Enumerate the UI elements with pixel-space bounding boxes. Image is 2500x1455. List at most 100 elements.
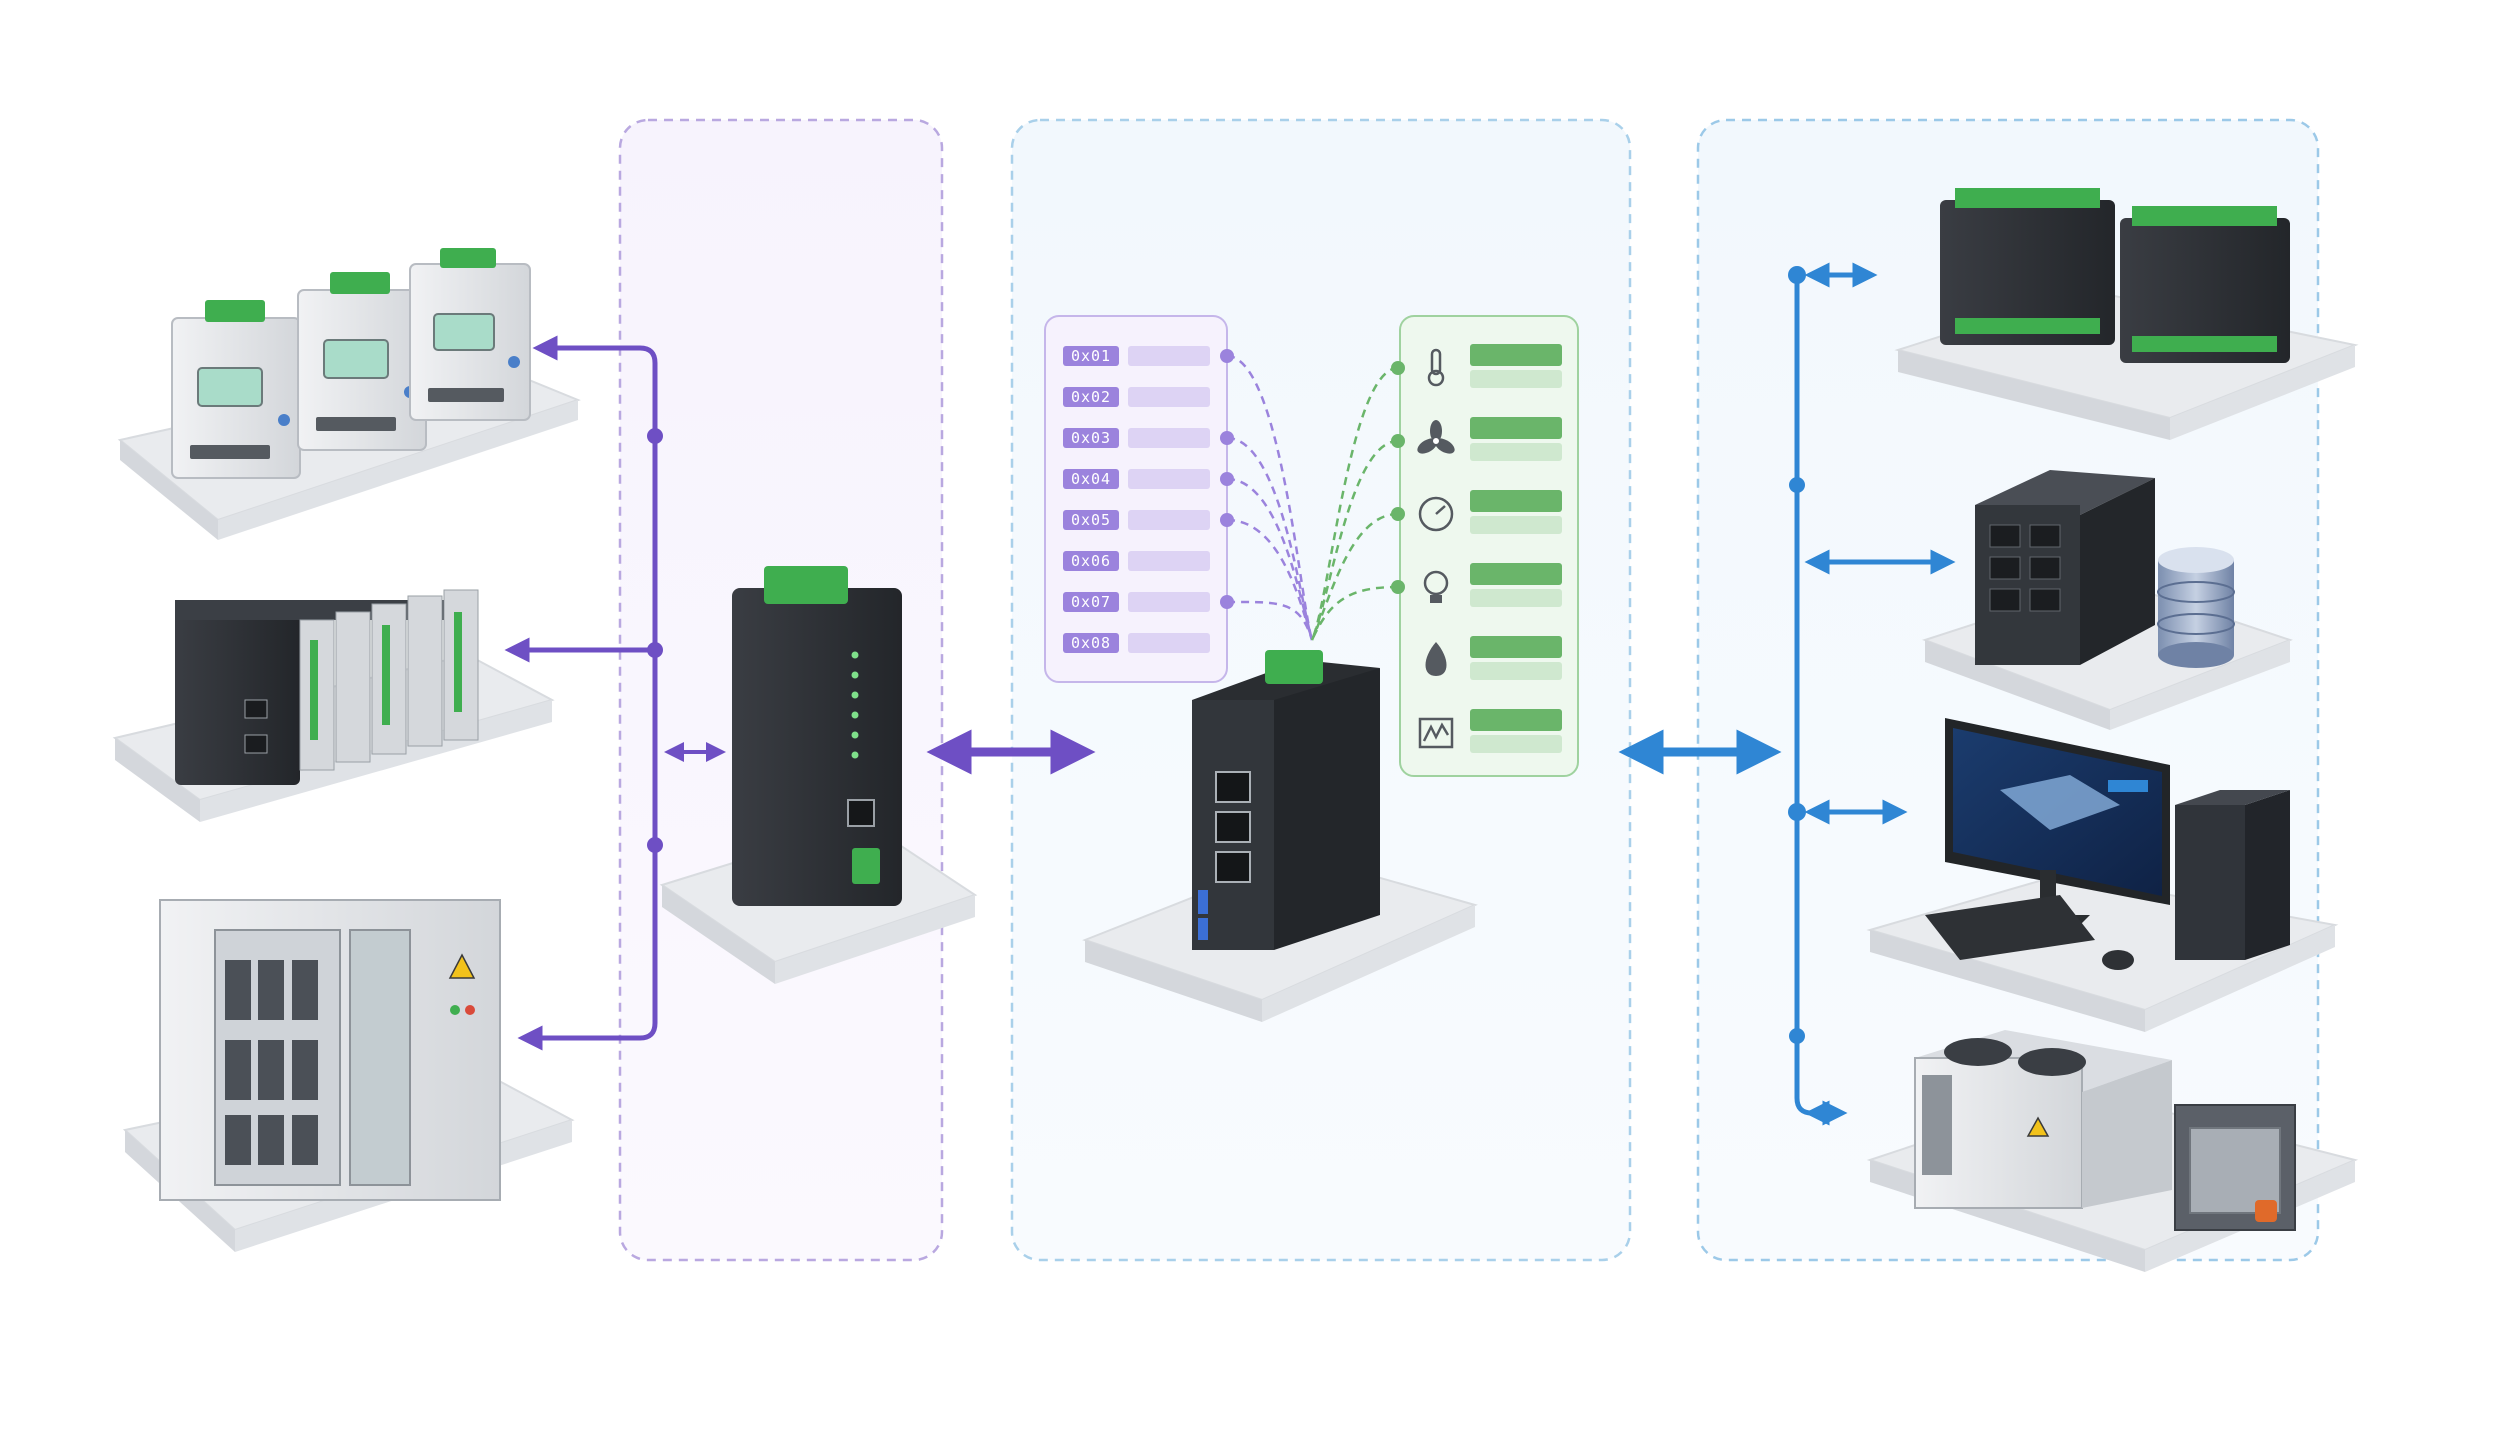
register-address-label: 0x03 [1071, 429, 1111, 447]
gauge-icon [1418, 496, 1454, 532]
bacnet-io-modules-group [1894, 188, 2359, 440]
lightbulb-icon [1423, 570, 1449, 603]
register-address-tag [1063, 510, 1119, 530]
gateway-ethernet-ports [1215, 771, 1251, 883]
object-value-bar [1470, 709, 1562, 731]
register-value-bar [1128, 510, 1210, 530]
register-row: 0x03 [1063, 428, 1210, 448]
pc-tower [2175, 805, 2245, 960]
register-address-tag [1063, 346, 1119, 366]
serial-converter-group [659, 566, 978, 984]
object-row [1418, 490, 1562, 534]
register-value-bar [1128, 469, 1210, 489]
bacnet-node-2 [1789, 477, 1805, 493]
object-row [1423, 563, 1562, 607]
io-module-2 [2120, 218, 2290, 363]
damper-actuator [2255, 1200, 2277, 1222]
register-mapping-line [1226, 354, 1314, 641]
register-mapping-node [1220, 431, 1234, 445]
object-value-bar [1470, 344, 1562, 366]
register-row: 0x04 [1063, 469, 1210, 489]
modbus-node-2 [647, 642, 663, 658]
io-module-1 [1940, 200, 2115, 345]
register-mapping-node [1220, 472, 1234, 486]
object-value-bar-secondary [1470, 589, 1562, 607]
object-value-bar [1470, 563, 1562, 585]
converter-terminal-block [764, 566, 848, 604]
bms-floorplan-display [2000, 775, 2120, 830]
register-address-tag [1063, 633, 1119, 653]
plc-rack-group [112, 589, 555, 822]
database-icon [2157, 547, 2235, 668]
object-value-bar-secondary [1470, 370, 1562, 388]
modbus-node-1 [647, 428, 663, 444]
register-value-bar [1128, 551, 1210, 571]
object-mapping-line [1310, 439, 1399, 641]
electrical-cabinet-group [122, 899, 575, 1252]
object-mapping-node [1391, 361, 1405, 375]
register-address-label: 0x06 [1071, 552, 1111, 570]
hvac-units-group [1866, 1030, 2359, 1272]
warning-sign-icon [448, 953, 476, 979]
object-value-bar-secondary [1470, 662, 1562, 680]
bacnet-node-3 [1788, 803, 1806, 821]
converter-rs485-terminal [852, 848, 880, 884]
register-address-label: 0x05 [1071, 511, 1111, 529]
register-mapping-line [1226, 518, 1314, 641]
hvac-warning-icon [2026, 1116, 2050, 1137]
register-row: 0x06 [1063, 551, 1210, 571]
modbus-node-3 [647, 837, 663, 853]
register-value-bar [1128, 592, 1210, 612]
register-object-mapping-lines [1220, 349, 1405, 641]
register-row: 0x07 [1063, 592, 1210, 612]
register-address-label: 0x02 [1071, 388, 1111, 406]
trend-chart-icon [1418, 717, 1454, 749]
protocol-gateway-group [1082, 650, 1478, 1022]
object-value-bar [1470, 417, 1562, 439]
object-row [1425, 636, 1562, 680]
object-mapping-node [1391, 507, 1405, 521]
gateway-usb-port-1 [1198, 890, 1208, 914]
register-mapping-node [1220, 513, 1234, 527]
register-mapping-line [1226, 600, 1314, 641]
fan-icon [1417, 420, 1455, 454]
register-address-label: 0x04 [1071, 470, 1111, 488]
object-row [1417, 417, 1562, 461]
modbus-bus [504, 335, 726, 1051]
object-mapping-node [1391, 580, 1405, 594]
register-address-tag [1063, 387, 1119, 407]
register-row: 0x05 [1063, 510, 1210, 530]
object-value-bar [1470, 490, 1562, 512]
register-value-bar [1128, 633, 1210, 653]
object-row [1418, 709, 1562, 753]
register-table-card [1044, 315, 1228, 683]
register-address-tag [1063, 551, 1119, 571]
object-value-bar-secondary [1470, 735, 1562, 753]
bacnet-node-4 [1789, 1028, 1805, 1044]
register-row: 0x08 [1063, 633, 1210, 653]
register-mapping-line [1226, 436, 1314, 641]
register-value-bar [1128, 387, 1210, 407]
register-row: 0x02 [1063, 387, 1210, 407]
register-address-tag [1063, 428, 1119, 448]
register-mapping-line [1226, 477, 1314, 641]
modbus-register-table [1044, 315, 1228, 683]
register-mapping-node [1220, 595, 1234, 609]
energy-meters-group [117, 248, 581, 540]
register-value-bar [1128, 428, 1210, 448]
bacnet-node-1 [1788, 266, 1806, 284]
modbus-bus-trunk [540, 345, 658, 1041]
register-row: 0x01 [1063, 346, 1210, 366]
cabinet-breakers [225, 960, 318, 1165]
object-mapping-line [1310, 585, 1399, 641]
converter-status-leds [851, 651, 859, 759]
thermometer-icon [1427, 348, 1445, 387]
workstation-group [1866, 718, 2339, 1032]
plc-cpu-module [175, 610, 300, 785]
register-value-bar [1128, 346, 1210, 366]
mouse [2102, 950, 2134, 970]
energy-meter-1 [171, 300, 301, 479]
object-mapping-node [1391, 434, 1405, 448]
object-row [1427, 344, 1562, 388]
register-address-tag [1063, 592, 1119, 612]
